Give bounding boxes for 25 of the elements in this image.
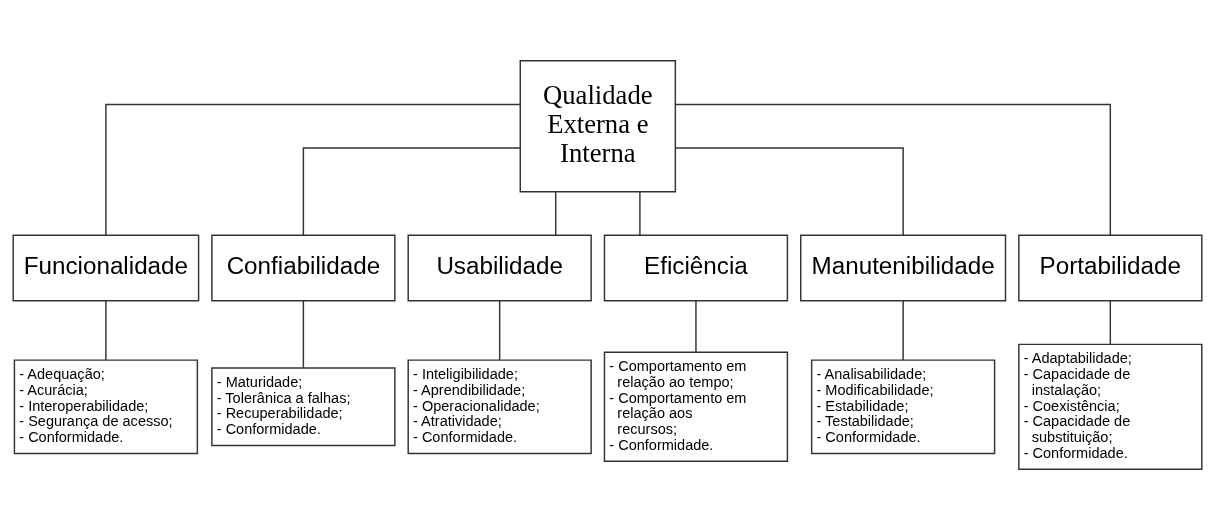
connector: [498, 300, 501, 361]
node-box: - Adequação; - Acurácia; - Interoperabilidade; - Segurança de acesso; - Conformidade.: [13, 359, 199, 455]
connector: [1109, 300, 1112, 345]
connector: [674, 147, 904, 236]
node-box: Portabilidade: [1018, 234, 1203, 302]
node-box: - Inteligibilidade; - Aprendibilidade; - Operacionalidade; - Atratividade; - Conformidade.: [407, 359, 592, 455]
connector: [105, 300, 107, 361]
node-box: Eficiência: [603, 234, 789, 302]
connector: [695, 300, 697, 353]
connector: [302, 147, 521, 236]
connector: [639, 191, 641, 236]
node-box: - Adaptabilidade; - Capacidade de instalação; - Coexistência; - Capacidade de substituição; - Conformidade.: [1018, 343, 1203, 470]
node-box: Funcionalidade: [12, 234, 200, 302]
node-box: - Comportamento em relação ao tempo; - Comportamento em relação aos recursos; - Conformidade.: [603, 351, 789, 462]
connector: [105, 103, 521, 236]
node-box: - Maturidade; - Tolerânica a falhas; - Recuperabilidade; - Conformidade.: [211, 367, 396, 447]
node-box: Manutenibilidade: [800, 234, 1007, 302]
node-box: Qualidade Externa e Interna: [519, 60, 677, 193]
node-box: Confiabilidade: [211, 234, 396, 302]
node-box: Usabilidade: [407, 234, 592, 302]
connector: [902, 300, 904, 361]
node-box: - Analisabilidade; - Modificabilidade; - Estabilidade; - Testabilidade; - Conformidade.: [810, 359, 996, 455]
connector: [674, 103, 1112, 236]
connector: [302, 300, 305, 369]
connector: [554, 191, 557, 236]
